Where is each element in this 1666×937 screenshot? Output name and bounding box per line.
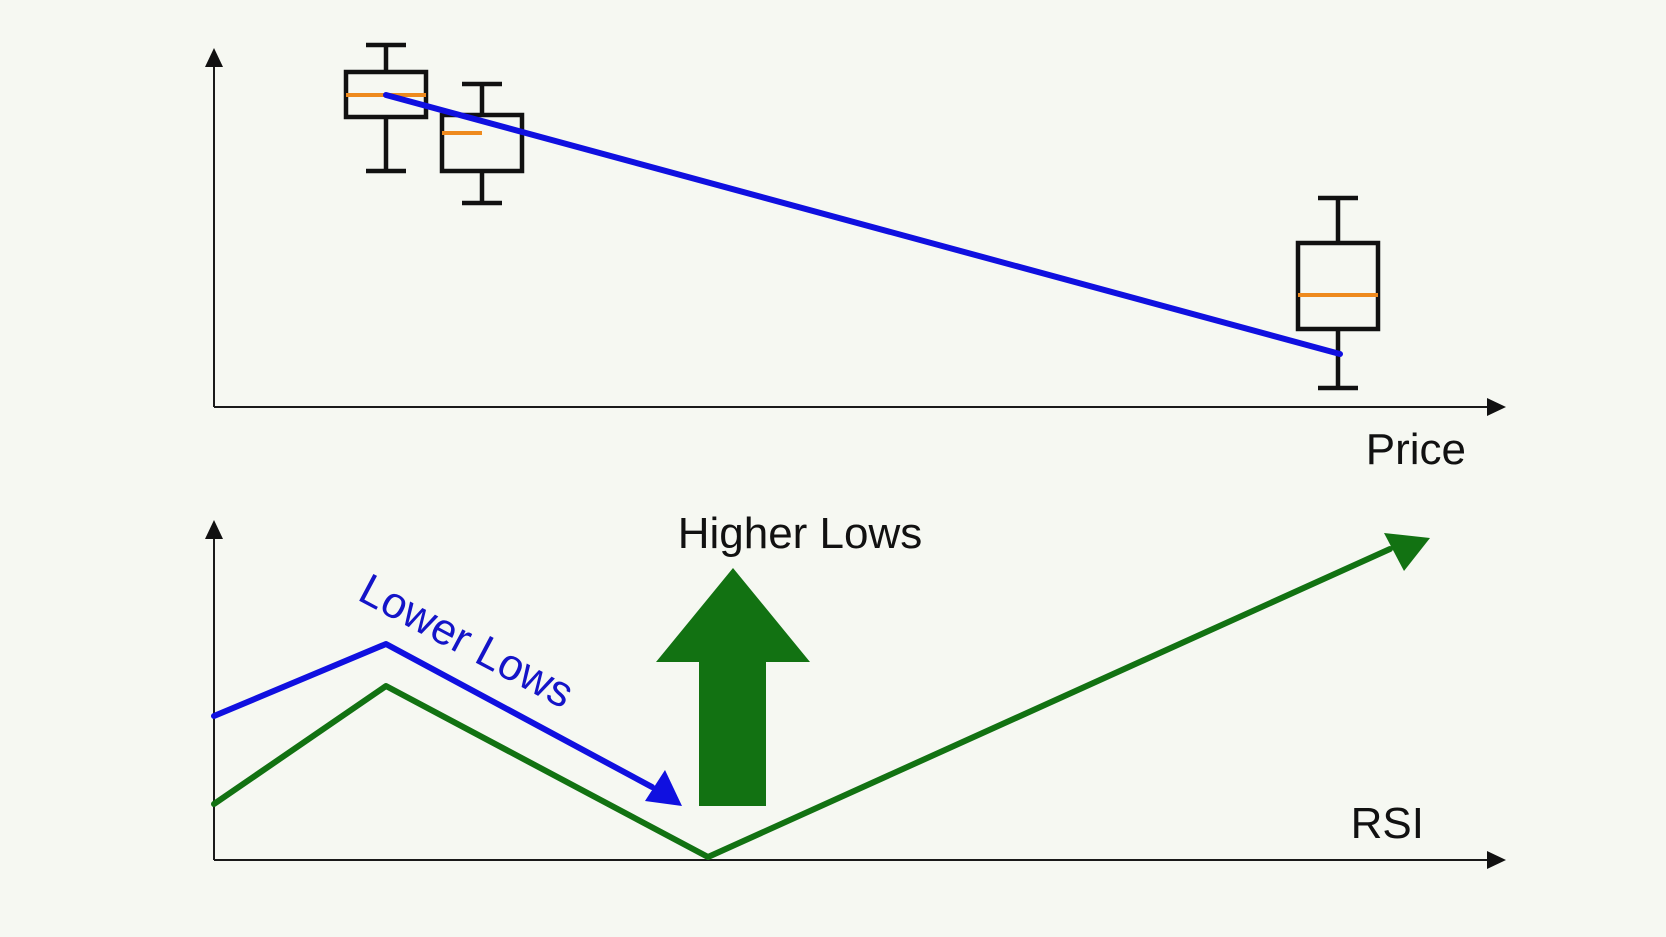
price-panel: Price	[205, 42, 1506, 474]
rsi-line	[211, 546, 1393, 860]
rsi-label: RSI	[1351, 799, 1424, 848]
price-x-axis-arrowhead	[1487, 398, 1506, 416]
price-box-1	[343, 42, 429, 174]
box-body	[1295, 240, 1381, 332]
price-box-2	[439, 81, 525, 206]
price-box-3	[1295, 195, 1381, 391]
price-trend-line	[383, 92, 1343, 357]
green-up-arrow-icon	[656, 568, 810, 806]
higher-lows-label: Higher Lows	[678, 509, 923, 558]
descending-trend-line	[211, 641, 655, 790]
blue-down-arrow-icon	[645, 770, 682, 806]
price-label: Price	[1366, 425, 1466, 474]
rsi-y-axis-arrowhead	[205, 520, 223, 539]
rsi-panel: Lower Lows Higher Lows RSI	[205, 509, 1506, 869]
price-y-axis-arrowhead	[205, 48, 223, 67]
green-rsi-arrow-icon	[1384, 533, 1430, 571]
rsi-x-axis-arrowhead	[1487, 851, 1506, 869]
